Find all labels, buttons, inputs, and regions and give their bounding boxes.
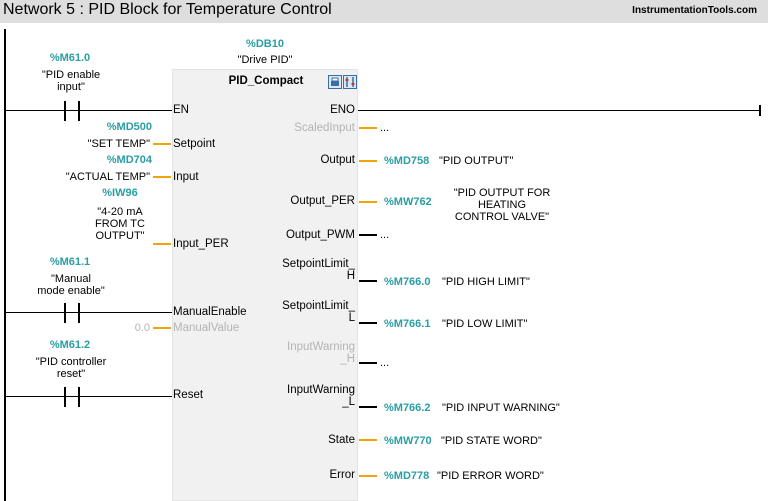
input-warning-h-connector (359, 362, 377, 364)
contact-enable-name[interactable]: "PID enable input" (41, 69, 101, 93)
sp-limit-l-name[interactable]: "PID LOW LIMIT" (442, 318, 528, 330)
pin-input: Input (173, 171, 199, 183)
block-title: PID_Compact (228, 75, 304, 87)
input-warning-l-name[interactable]: "PID INPUT WARNING" (442, 402, 560, 414)
pin-manual-value: ManualValue (173, 322, 240, 334)
pid-compact-block[interactable]: PID_Compact (172, 69, 358, 501)
input-name[interactable]: "ACTUAL TEMP" (65, 171, 150, 183)
pin-output-pwm: Output_PWM (285, 229, 355, 241)
pin-en: EN (173, 104, 189, 116)
output-per-connector (359, 201, 377, 203)
input-warning-l-connector (359, 406, 377, 408)
site-watermark: InstrumentationTools.com (632, 5, 757, 16)
instance-db-name[interactable]: "Drive PID" (237, 54, 293, 66)
instance-db-address[interactable]: %DB10 (246, 38, 284, 50)
input-connector (153, 176, 171, 178)
pin-sp-limit-l: SetpointLimit_ L (282, 300, 355, 324)
state-address[interactable]: %MW770 (384, 435, 432, 447)
state-name[interactable]: "PID STATE WORD" (441, 435, 542, 447)
input-address[interactable]: %MD704 (106, 154, 152, 166)
setpoint-name[interactable]: "SET TEMP" (87, 138, 150, 150)
output-per-name[interactable]: "PID OUTPUT FOR HEATING CONTROL VALVE" (453, 187, 551, 223)
manual-rung-wire (5, 312, 172, 313)
setpoint-address[interactable]: %MD500 (106, 121, 152, 133)
input-warning-h-operand[interactable]: ... (380, 357, 390, 369)
pin-manual-enable: ManualEnable (173, 306, 247, 318)
contact-reset-address[interactable]: %M61.2 (49, 339, 91, 351)
manual-value-connector (153, 327, 171, 329)
network-title: Network 5 : PID Block for Temperature Co… (3, 1, 332, 18)
output-name[interactable]: "PID OUTPUT" (439, 155, 514, 167)
state-connector (359, 439, 377, 441)
eno-wire (358, 110, 760, 111)
pin-sp-limit-h: SetpointLimit_ H (282, 258, 355, 282)
error-connector (359, 475, 377, 477)
contact-manual-address[interactable]: %M61.1 (49, 256, 91, 268)
scaled-input-connector (359, 127, 377, 129)
manual-value-operand[interactable]: 0.0 (134, 322, 150, 334)
output-pwm-connector (359, 234, 377, 236)
sp-limit-h-connector (359, 280, 377, 282)
left-power-rail (4, 29, 6, 501)
en-rung-wire (5, 110, 172, 111)
input-per-name[interactable]: "4-20 mA FROM TC OUTPUT" (95, 206, 145, 242)
output-pwm-operand[interactable]: ... (380, 229, 390, 241)
input-per-connector (153, 243, 171, 245)
sp-limit-h-name[interactable]: "PID HIGH LIMIT" (442, 276, 530, 288)
setpoint-connector (153, 143, 171, 145)
contact-manual-mode[interactable] (62, 303, 82, 323)
contact-pid-reset[interactable] (62, 387, 82, 407)
pin-output: Output (320, 154, 355, 166)
sp-limit-l-address[interactable]: %M766.1 (384, 318, 431, 330)
output-address[interactable]: %MD758 (384, 155, 430, 167)
pin-setpoint: Setpoint (173, 138, 216, 150)
pin-eno: ENO (330, 104, 355, 116)
pin-input-per: Input_PER (173, 238, 229, 250)
error-name[interactable]: "PID ERROR WORD" (437, 470, 544, 482)
pin-output-per: Output_PER (290, 195, 355, 207)
eno-wire-end (759, 105, 761, 116)
contact-reset-name[interactable]: "PID controller reset" (35, 356, 107, 380)
download-icon[interactable] (328, 75, 342, 89)
pin-state: State (328, 434, 355, 446)
input-warning-l-address[interactable]: %M766.2 (384, 402, 431, 414)
scaled-input-operand[interactable]: ... (380, 122, 390, 134)
input-per-address[interactable]: %IW96 (102, 187, 138, 199)
contact-manual-name[interactable]: "Manual mode enable" (37, 273, 105, 297)
reset-rung-wire (5, 396, 172, 397)
pin-input-warning-h: InputWarning _H (287, 341, 355, 365)
pin-reset: Reset (173, 389, 204, 401)
contact-enable-address[interactable]: %M61.0 (49, 52, 91, 64)
error-address[interactable]: %MD778 (384, 470, 430, 482)
network-header[interactable]: Network 5 : PID Block for Temperature Co… (0, 0, 768, 23)
pin-input-warning-l: InputWarning _L (287, 384, 355, 408)
sp-limit-l-connector (359, 322, 377, 324)
sp-limit-h-address[interactable]: %M766.0 (384, 276, 431, 288)
pin-error: Error (329, 469, 355, 481)
output-connector (359, 160, 377, 162)
contact-pid-enable[interactable] (62, 101, 82, 121)
output-per-address[interactable]: %MW762 (384, 196, 432, 208)
pin-scaled-input: ScaledInput (294, 122, 355, 134)
pid-tune-icon[interactable] (343, 75, 357, 89)
